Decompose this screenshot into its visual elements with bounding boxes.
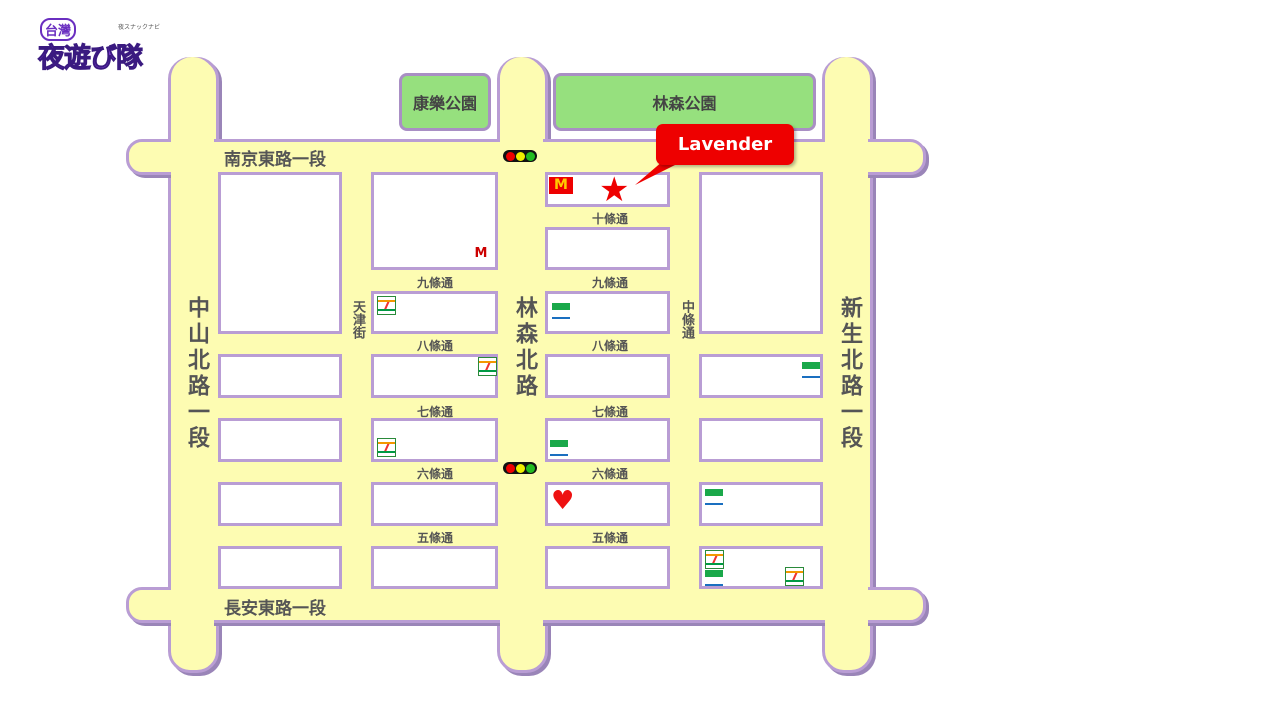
seven-eleven-icon: 7 [478, 357, 497, 376]
label-changan: 長安東路一段 [224, 599, 326, 619]
label-lane5: 五條通 [417, 531, 454, 545]
seven-eleven-icon: 7 [377, 296, 396, 315]
familymart-icon [705, 489, 723, 505]
familymart-icon [705, 570, 723, 586]
block [699, 418, 823, 462]
label-zhongtiao: 中條通 [679, 300, 694, 339]
block [545, 482, 670, 526]
park-kangle: 康樂公園 [399, 73, 491, 131]
block [545, 227, 670, 270]
block [218, 354, 342, 398]
logo: 台灣 夜スナックナビ 夜遊び隊 [38, 16, 163, 76]
block [371, 482, 498, 526]
mos-burger-icon: M [474, 246, 488, 261]
seven-eleven-icon: 7 [785, 567, 804, 586]
label-lane8: 八條通 [592, 339, 629, 353]
label-xinsheng: 新生北路一段 [837, 296, 862, 452]
traffic-light-icon [503, 150, 537, 162]
label-lane6: 六條通 [417, 467, 454, 481]
block [371, 354, 498, 398]
label-nanjing: 南京東路一段 [224, 150, 326, 170]
logo-main: 夜遊び隊 [38, 43, 144, 75]
park-linsen: 林森公園 [553, 73, 816, 131]
mcdonalds-icon: M [549, 177, 573, 194]
label-lane7: 七條通 [417, 405, 454, 419]
block [218, 418, 342, 462]
traffic-light-icon [503, 462, 537, 474]
logo-sub: 夜スナックナビ [118, 24, 161, 31]
label-lane8: 八條通 [417, 339, 454, 353]
block [545, 354, 670, 398]
label-zhongshan: 中山北路一段 [184, 296, 209, 452]
label-lane6: 六條通 [592, 467, 629, 481]
familymart-icon [550, 440, 568, 456]
label-lane5: 五條通 [592, 531, 629, 545]
block [218, 172, 342, 334]
label-lane9: 九條通 [417, 276, 454, 290]
label-lane7: 七條通 [592, 405, 629, 419]
logo-top: 台灣 [40, 18, 77, 41]
label-lane10: 十條通 [592, 212, 629, 226]
seven-eleven-icon: 7 [377, 438, 396, 457]
callout-lavender: Lavender [656, 124, 794, 165]
familymart-icon [802, 362, 820, 378]
block [218, 546, 342, 589]
familymart-icon [552, 303, 570, 319]
star-icon: ★ [599, 170, 630, 210]
block [545, 546, 670, 589]
seven-eleven-icon: 7 [705, 550, 724, 569]
block [371, 546, 498, 589]
label-linsen: 林森北路 [512, 296, 537, 400]
block [218, 482, 342, 526]
heart-shop-icon: ♥ [551, 486, 575, 516]
block [699, 172, 823, 334]
block [371, 172, 498, 270]
label-tianjin: 天津街 [350, 300, 365, 339]
label-lane9: 九條通 [592, 276, 629, 290]
